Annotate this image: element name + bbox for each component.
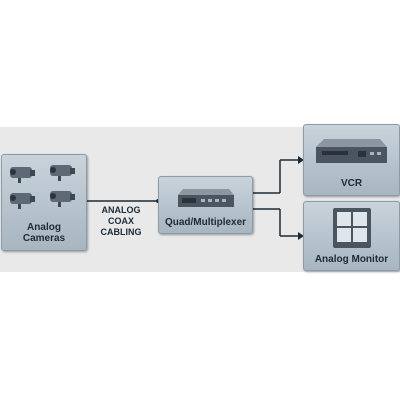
camera-icon	[10, 193, 35, 209]
vcr-label: VCR	[340, 178, 363, 189]
cameras-label-line1: Analog	[27, 222, 61, 233]
quad-multiplexer-node: Quad/Multiplexer	[158, 176, 253, 234]
vcr-icon	[316, 139, 387, 163]
monitor-label: Analog Monitor	[314, 254, 389, 265]
multiplexer-label: Quad/Multiplexer	[164, 217, 247, 228]
cameras-label: Analog Cameras	[2, 222, 86, 244]
cabling-line1: ANALOG	[101, 205, 141, 215]
monitor-icon	[333, 208, 371, 248]
camera-icon	[50, 165, 75, 181]
cabling-line2: COAX	[107, 216, 134, 226]
camera-icons	[10, 165, 75, 209]
analog-monitor-node: Analog Monitor	[303, 201, 400, 271]
camera-icon	[10, 167, 35, 183]
arrow-to-vcr	[298, 156, 304, 164]
cabling-line3: CABLING	[100, 227, 142, 237]
analog-coax-cabling-label: ANALOG COAX CABLING	[88, 205, 154, 238]
cameras-label-line2: Cameras	[22, 233, 66, 244]
multiplexer-icon	[178, 189, 234, 207]
camera-icon	[50, 191, 75, 207]
analog-cameras-node: Analog Cameras	[1, 154, 87, 251]
arrow-to-monitor	[298, 232, 304, 240]
vcr-node: VCR	[303, 124, 400, 196]
